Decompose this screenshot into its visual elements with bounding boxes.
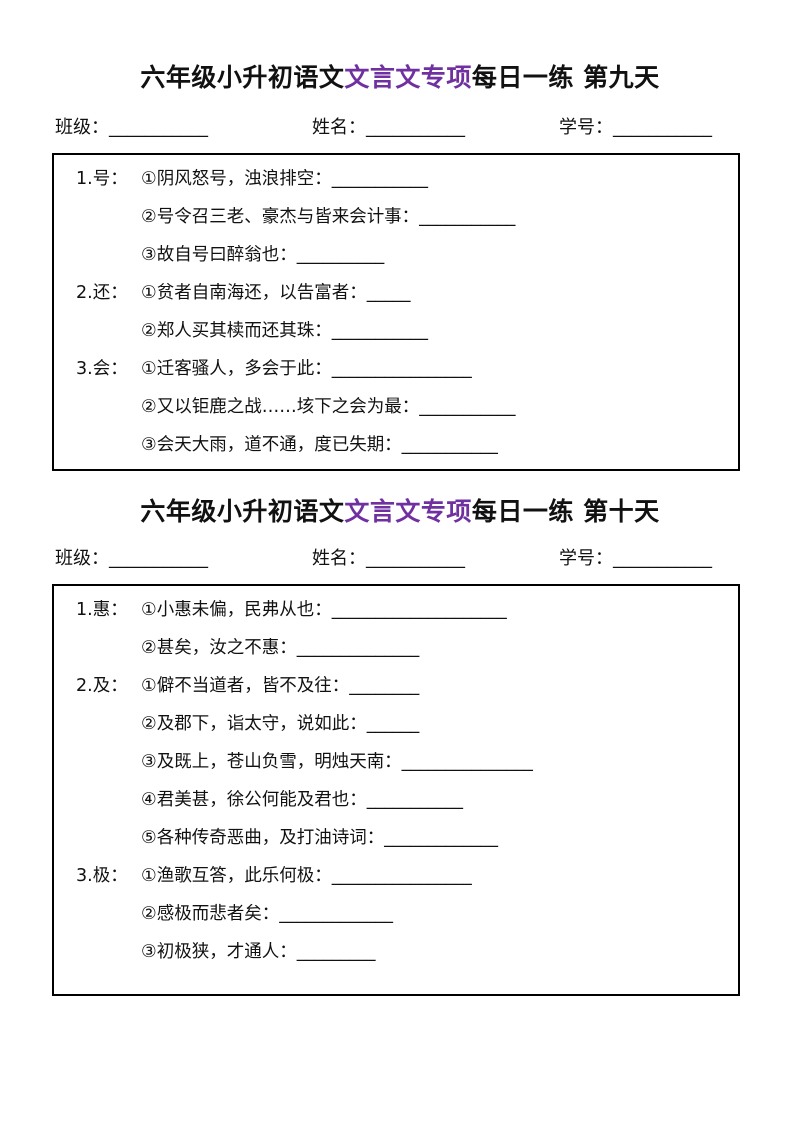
question-text[interactable]: ③及既上，苍山负雪，明烛天南：_______________ [141, 752, 533, 772]
class-field[interactable]: 班级：___________ [55, 117, 208, 138]
title-highlight: 文言文专项 [344, 497, 472, 526]
question-text[interactable]: ①迁客骚人，多会于此：________________ [141, 359, 472, 379]
question-text[interactable]: ②又以钜鹿之战……垓下之会为最：___________ [141, 397, 516, 417]
title-highlight: 文言文专项 [344, 63, 472, 92]
question-text[interactable]: ②郑人买其椟而还其珠：___________ [141, 321, 428, 341]
section-2-info-row: 班级：___________ 姓名：___________ 学号：_______… [0, 546, 800, 572]
title-suffix: 每日一练 第十天 [471, 497, 660, 526]
title-prefix: 六年级小升初语文 [140, 63, 345, 92]
question-number: 2.及： [76, 676, 128, 696]
question-text[interactable]: ①阴风怒号，浊浪排空：___________ [141, 169, 428, 189]
question-text[interactable]: ②号令召三老、豪杰与皆来会计事：___________ [141, 207, 516, 227]
question-number: 2.还： [76, 283, 128, 303]
name-field[interactable]: 姓名：___________ [312, 117, 465, 138]
question-text[interactable]: ④君美甚，徐公何能及君也：___________ [141, 790, 463, 810]
section-1-question-box: 1.号： ①阴风怒号，浊浪排空：___________ ②号令召三老、豪杰与皆来会… [52, 153, 740, 471]
question-text[interactable]: ③会天大雨，道不通，度已失期：___________ [141, 435, 498, 455]
title-suffix: 每日一练 第九天 [471, 63, 660, 92]
question-text[interactable]: ⑤各种传奇恶曲，及打油诗词：_____________ [141, 828, 498, 848]
question-text[interactable]: ②甚矣，汝之不惠：______________ [141, 638, 420, 658]
class-field[interactable]: 班级：___________ [55, 548, 208, 569]
name-field[interactable]: 姓名：___________ [312, 548, 465, 569]
question-number: 3.极： [76, 866, 128, 886]
question-text[interactable]: ①渔歌互答，此乐何极：________________ [141, 866, 472, 886]
student-id-field[interactable]: 学号：___________ [559, 117, 712, 138]
student-id-field[interactable]: 学号：___________ [559, 548, 712, 569]
question-number: 3.会： [76, 359, 128, 379]
question-text[interactable]: ③故自号曰醉翁也：__________ [141, 245, 385, 265]
section-2-question-box: 1.惠： ①小惠未偏，民弗从也：____________________ ②甚矣，… [52, 584, 740, 996]
section-1-title: 六年级小升初语文文言文专项每日一练 第九天 [0, 62, 800, 94]
question-text[interactable]: ①小惠未偏，民弗从也：____________________ [141, 600, 507, 620]
question-text[interactable]: ①僻不当道者，皆不及往：________ [141, 676, 420, 696]
question-text[interactable]: ③初极狭，才通人：_________ [141, 942, 376, 962]
question-text[interactable]: ①贫者自南海还，以告富者：_____ [141, 283, 411, 303]
section-1-info-row: 班级：___________ 姓名：___________ 学号：_______… [0, 115, 800, 141]
title-prefix: 六年级小升初语文 [140, 497, 345, 526]
question-text[interactable]: ②及郡下，诣太守，说如此：______ [141, 714, 420, 734]
section-2-title: 六年级小升初语文文言文专项每日一练 第十天 [0, 496, 800, 528]
question-number: 1.号： [76, 169, 128, 189]
question-number: 1.惠： [76, 600, 128, 620]
question-text[interactable]: ②感极而悲者矣：_____________ [141, 904, 393, 924]
